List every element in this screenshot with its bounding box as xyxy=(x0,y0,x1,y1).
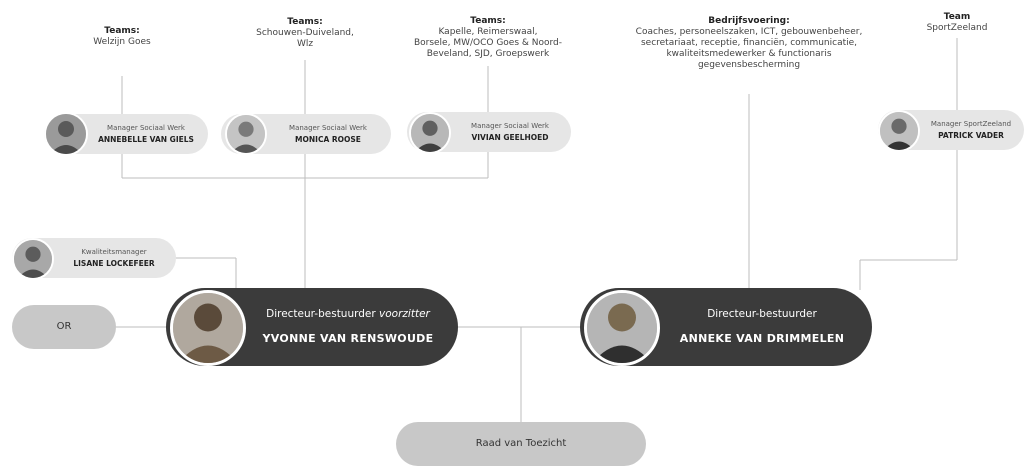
director-role: Directeur-bestuurder voorzitter xyxy=(248,308,448,320)
manager-text: Manager Sociaal Werk VIVIAN GEELHOED xyxy=(453,121,567,143)
or-label: OR xyxy=(56,321,72,332)
director-name: ANNEKE VAN DRIMMELEN xyxy=(679,332,845,345)
manager-text: Manager SportZeeland PATRICK VADER xyxy=(920,119,1022,141)
team-label-welzijn: Teams: Welzijn Goes xyxy=(70,26,174,48)
team-lines: Kapelle, Reimerswaal, Borsele, MW/OCO Go… xyxy=(413,27,563,59)
or-box[interactable]: OR xyxy=(12,305,116,349)
team-lines: Welzijn Goes xyxy=(93,37,151,47)
avatar xyxy=(44,112,88,156)
director-card-anneke[interactable]: Directeur-bestuurder ANNEKE VAN DRIMMELE… xyxy=(580,288,872,366)
team-title: Teams: xyxy=(287,17,323,27)
team-title: Team xyxy=(943,12,971,22)
manager-name: PATRICK VADER xyxy=(938,131,1004,140)
team-label-sportzeeland: Team SportZeeland xyxy=(906,12,1008,34)
manager-role: Manager Sociaal Werk xyxy=(471,122,549,130)
avatar xyxy=(409,112,451,154)
avatar xyxy=(878,110,920,152)
manager-role: Manager Sociaal Werk xyxy=(289,124,367,132)
director-card-yvonne[interactable]: Directeur-bestuurder voorzitter YVONNE V… xyxy=(166,288,458,366)
director-role-italic: voorzitter xyxy=(379,308,430,320)
raad-label: Raad van Toezicht xyxy=(475,438,567,449)
team-lines: Schouwen-Duiveland, Wlz xyxy=(256,28,354,49)
manager-text: Manager Sociaal Werk ANNEBELLE VAN GIELS xyxy=(88,123,204,145)
manager-text: Kwaliteitsmanager LISANE LOCKEFEER xyxy=(56,247,172,269)
team-title: Teams: xyxy=(104,26,140,36)
director-role: Directeur-bestuurder xyxy=(707,308,817,320)
team-label-bedrijfsvoering: Bedrijfsvoering: Coaches, personeelszake… xyxy=(614,16,884,71)
raad-van-toezicht-box[interactable]: Raad van Toezicht xyxy=(396,422,646,466)
manager-card-vivian[interactable]: Manager Sociaal Werk VIVIAN GEELHOED xyxy=(407,112,571,154)
manager-name: ANNEBELLE VAN GIELS xyxy=(98,135,194,144)
director-role-text: Directeur-bestuurder xyxy=(266,308,376,320)
team-lines: Coaches, personeelszaken, ICT, gebouwenb… xyxy=(635,27,863,70)
avatar xyxy=(584,290,660,366)
manager-card-patrick[interactable]: Manager SportZeeland PATRICK VADER xyxy=(878,110,1024,152)
manager-role: Kwaliteitsmanager xyxy=(81,248,147,256)
manager-role: Manager SportZeeland xyxy=(930,120,1012,128)
team-label-kapelle: Teams: Kapelle, Reimerswaal, Borsele, MW… xyxy=(398,16,578,60)
director-name: YVONNE VAN RENSWOUDE xyxy=(262,332,434,345)
manager-name: VIVIAN GEELHOED xyxy=(471,133,549,142)
manager-name: MONICA ROOSE xyxy=(295,135,361,144)
manager-text: Manager Sociaal Werk MONICA ROOSE xyxy=(269,123,387,145)
manager-name: LISANE LOCKEFEER xyxy=(73,259,155,268)
manager-role: Manager Sociaal Werk xyxy=(107,124,185,132)
manager-card-monica[interactable]: Manager Sociaal Werk MONICA ROOSE xyxy=(221,113,391,155)
avatar xyxy=(170,290,246,366)
manager-card-annebelle[interactable]: Manager Sociaal Werk ANNEBELLE VAN GIELS xyxy=(44,112,208,156)
manager-card-lisane[interactable]: Kwaliteitsmanager LISANE LOCKEFEER xyxy=(12,238,176,280)
avatar xyxy=(225,113,267,155)
team-title: Bedrijfsvoering: xyxy=(708,16,790,26)
avatar xyxy=(12,238,54,280)
team-lines: SportZeeland xyxy=(926,23,988,33)
team-title: Teams: xyxy=(470,16,506,26)
team-label-schouwen: Teams: Schouwen-Duiveland, Wlz xyxy=(236,17,374,50)
